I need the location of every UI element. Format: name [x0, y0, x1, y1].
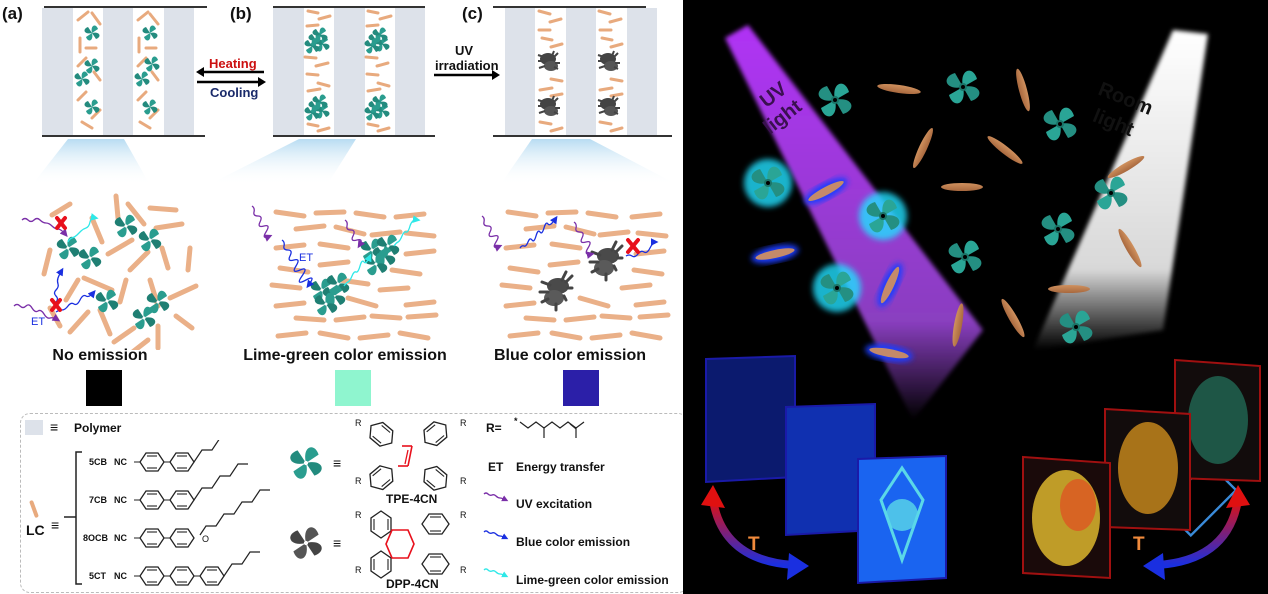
- lc-cell-a: [42, 6, 207, 137]
- cell-a-rods: [76, 10, 160, 130]
- et-key-text: Energy transfer: [516, 460, 605, 474]
- irradiation-label: irradiation: [435, 58, 499, 73]
- cell-a-fans: [74, 25, 160, 115]
- dpp-name: DPP-4CN: [386, 577, 439, 591]
- uv-irradiation-arrow: [434, 70, 500, 80]
- tpe-equiv: ≡: [333, 455, 342, 471]
- et-label-b: ET: [299, 252, 314, 264]
- uv-excitation-key: UV excitation: [516, 497, 593, 511]
- et-key-abbr: ET: [488, 460, 504, 474]
- temperature-arrows: [701, 485, 1250, 580]
- uv-label: UV: [455, 43, 474, 58]
- dpp-r2: R: [460, 510, 467, 520]
- zoom-cones: [32, 139, 678, 185]
- polymer-label: Polymer: [74, 421, 122, 435]
- polymer-swatch: [25, 420, 43, 435]
- lc-label: LC: [26, 522, 45, 538]
- cell-b-rods: [303, 9, 393, 133]
- panel-c-label: (c): [462, 4, 483, 23]
- dpp-r3: R: [355, 565, 362, 575]
- dpp-r4: R: [460, 565, 467, 575]
- tpe-dpp-structures: [363, 416, 453, 579]
- arrow-keys: [483, 492, 509, 578]
- cooling-label: Cooling: [210, 85, 259, 100]
- panel-b-label: (b): [230, 4, 252, 23]
- swatch-c: [563, 370, 599, 406]
- dpp-r1: R: [355, 510, 362, 520]
- lc-5cb: 5CB: [89, 457, 108, 467]
- nc-7cb: NC: [114, 495, 127, 505]
- tpe-name: TPE-4CN: [386, 492, 438, 506]
- oxygen-8ocb: O: [202, 534, 210, 544]
- t-label-left: T: [748, 534, 760, 555]
- lc-8ocb: 8OCB: [83, 533, 109, 543]
- cell-c-dpp: [537, 50, 621, 117]
- et-label-a: ET: [31, 316, 46, 328]
- heating-label: Heating: [209, 56, 257, 71]
- t-label-right: T: [1133, 534, 1145, 555]
- lc-cell-c: [493, 6, 672, 137]
- scene-rods: [877, 68, 1145, 347]
- uv-cards: [705, 354, 1238, 585]
- cell-c-rods: [537, 9, 624, 133]
- scene-c-rods: [499, 209, 671, 341]
- nc-8ocb: NC: [114, 533, 127, 543]
- heating-cooling-arrows: [196, 67, 266, 87]
- lime-emission-key: Lime-green color emission: [516, 573, 669, 587]
- scene-c-arrows: [481, 215, 659, 259]
- tpe-r1: R: [355, 418, 362, 428]
- lc-cell-b: [273, 6, 435, 137]
- legend: [20, 413, 688, 593]
- scene-c-block-cross: [626, 238, 640, 254]
- scene-b-arrows: [251, 205, 421, 289]
- tpe-r2: R: [460, 418, 467, 428]
- r-group-label: R=: [486, 421, 502, 435]
- nc-5ct: NC: [114, 571, 127, 581]
- nc-5cb: NC: [114, 457, 127, 467]
- panel-a-label: (a): [2, 4, 23, 23]
- scene-a-rods: [41, 193, 199, 350]
- tpe-r4: R: [460, 476, 467, 486]
- scene-b-rods: [269, 209, 439, 341]
- scene-glowing-rods: [751, 177, 913, 362]
- lc-7cb: 7CB: [89, 495, 108, 505]
- caption-a: No emission: [52, 347, 148, 364]
- scene-a-block-crosses: [50, 216, 67, 312]
- light-scene: [701, 25, 1261, 585]
- lc-equiv: ≡: [51, 517, 60, 533]
- dpp-equiv: ≡: [333, 535, 342, 551]
- cell-contents: [74, 9, 624, 133]
- caption-b: Lime-green color emission: [243, 347, 447, 364]
- r-group-star: *: [514, 416, 518, 426]
- lc-5ct: 5CT: [89, 571, 107, 581]
- swatch-b: [335, 370, 371, 406]
- scene-a-fans: [56, 214, 170, 330]
- dragon-cards: [1022, 358, 1261, 580]
- caption-c: Blue color emission: [493, 347, 647, 364]
- polymer-equiv: ≡: [50, 419, 59, 435]
- tpe-dpp-icons: [290, 447, 322, 559]
- swatch-a: [86, 370, 122, 406]
- scene-details: [13, 193, 671, 350]
- blue-emission-key: Blue color emission: [516, 535, 631, 549]
- tpe-r3: R: [355, 476, 362, 486]
- lc-structures: [64, 440, 270, 586]
- r-group-structure: [519, 421, 585, 438]
